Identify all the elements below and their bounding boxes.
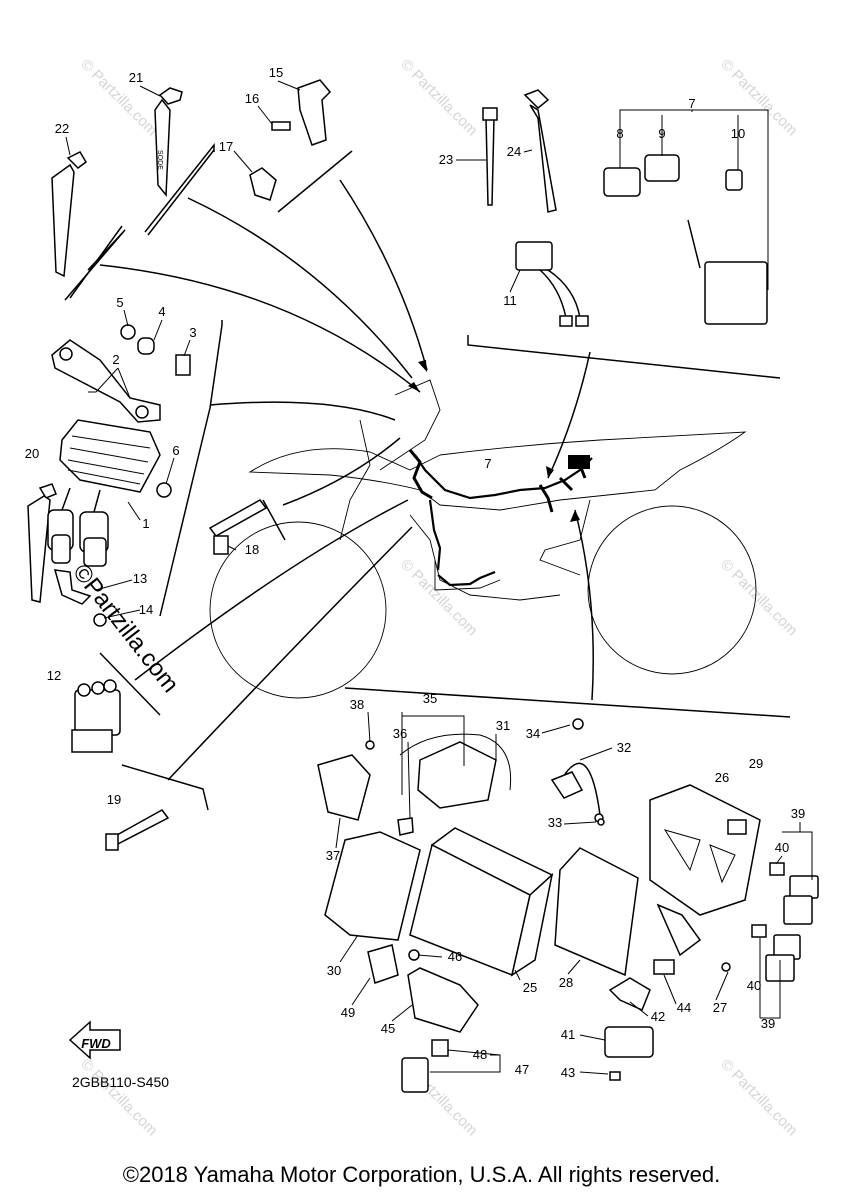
part-label-40-top: 40 <box>775 840 789 855</box>
part-label-1: 1 <box>142 516 149 531</box>
part-label-41: 41 <box>561 1027 575 1042</box>
part-label-47: 47 <box>515 1062 529 1077</box>
part-label-49: 49 <box>341 1005 355 1020</box>
strap-text: SODE <box>156 150 163 170</box>
part-label-7-top: 7 <box>688 96 695 111</box>
part-label-46: 46 <box>448 949 462 964</box>
watermark: © Partzilla.com <box>397 56 480 139</box>
part-label-2: 2 <box>112 352 119 367</box>
part-label-18: 18 <box>245 542 259 557</box>
part-label-36: 36 <box>393 726 407 741</box>
watermark: © Partzilla.com <box>717 56 800 139</box>
part-label-5: 5 <box>116 295 123 310</box>
part-label-37: 37 <box>326 848 340 863</box>
cable-straps: SODE <box>27 87 557 851</box>
part-label-23: 23 <box>439 152 453 167</box>
part-label-24: 24 <box>507 144 521 159</box>
part-label-4: 4 <box>158 304 165 319</box>
part-label-3: 3 <box>189 325 196 340</box>
part-label-33: 33 <box>548 815 562 830</box>
part-label-17: 17 <box>219 139 233 154</box>
part-label-22: 22 <box>55 121 69 136</box>
part-label-39-top: 39 <box>791 806 805 821</box>
part-label-35: 35 <box>423 691 437 706</box>
part-label-32: 32 <box>617 740 631 755</box>
part-label-28: 28 <box>559 975 573 990</box>
part-label-38: 38 <box>350 697 364 712</box>
coupler-12 <box>71 679 121 753</box>
part-label-21: 21 <box>129 70 143 85</box>
part-label-45: 45 <box>381 1021 395 1036</box>
part-label-34: 34 <box>526 726 540 741</box>
ecu-bracket-group <box>401 784 819 1093</box>
part-label-19: 19 <box>107 792 121 807</box>
part-label-14: 14 <box>139 602 153 617</box>
rectifier-regulator <box>47 324 191 627</box>
fwd-label: FWD <box>81 1036 111 1051</box>
part-label-12: 12 <box>47 668 61 683</box>
part-label-27: 27 <box>713 1000 727 1015</box>
battery-group <box>317 718 639 1033</box>
part-label-43: 43 <box>561 1065 575 1080</box>
part-label-13: 13 <box>133 571 147 586</box>
watermark: © Partzilla.com <box>717 1056 800 1139</box>
label-leaders <box>65 80 813 1075</box>
main-wire-harness <box>408 449 593 587</box>
part-label-15: 15 <box>269 65 283 80</box>
part-label-11: 11 <box>503 293 517 308</box>
copyright-footer: ©2018 Yamaha Motor Corporation, U.S.A. A… <box>122 1162 721 1187</box>
harness-brackets <box>249 79 332 201</box>
part-label-48: 48 <box>473 1047 487 1062</box>
part-label-29: 29 <box>749 756 763 771</box>
fwd-indicator: FWD <box>68 1020 121 1060</box>
part-label-31: 31 <box>496 718 510 733</box>
diagram-code: 2GBB110-S450 <box>72 1074 169 1090</box>
callout-frames <box>64 142 791 811</box>
part-label-25: 25 <box>523 980 537 995</box>
relay-fuse-group <box>515 154 768 327</box>
part-label-39-bottom: 39 <box>761 1016 775 1031</box>
part-label-16: 16 <box>245 91 259 106</box>
watermark: © Partzilla.com <box>717 556 800 639</box>
part-label-40-bottom: 40 <box>747 978 761 993</box>
watermark: © Partzilla.com <box>77 56 160 139</box>
part-label-20: 20 <box>25 446 39 461</box>
part-label-6: 6 <box>172 443 179 458</box>
part-label-26: 26 <box>715 770 729 785</box>
watermark-large: ©Partzilla.com <box>67 559 184 698</box>
part-label-7-harness: 7 <box>484 456 491 471</box>
part-number-labels: 21 22 15 16 17 7 8 9 10 23 24 11 5 4 3 2… <box>25 65 805 1080</box>
watermark: © Partzilla.com <box>77 1056 160 1139</box>
part-label-42: 42 <box>651 1009 665 1024</box>
part-label-44: 44 <box>677 1000 691 1015</box>
leader-lines <box>99 179 594 781</box>
part-label-30: 30 <box>327 963 341 978</box>
